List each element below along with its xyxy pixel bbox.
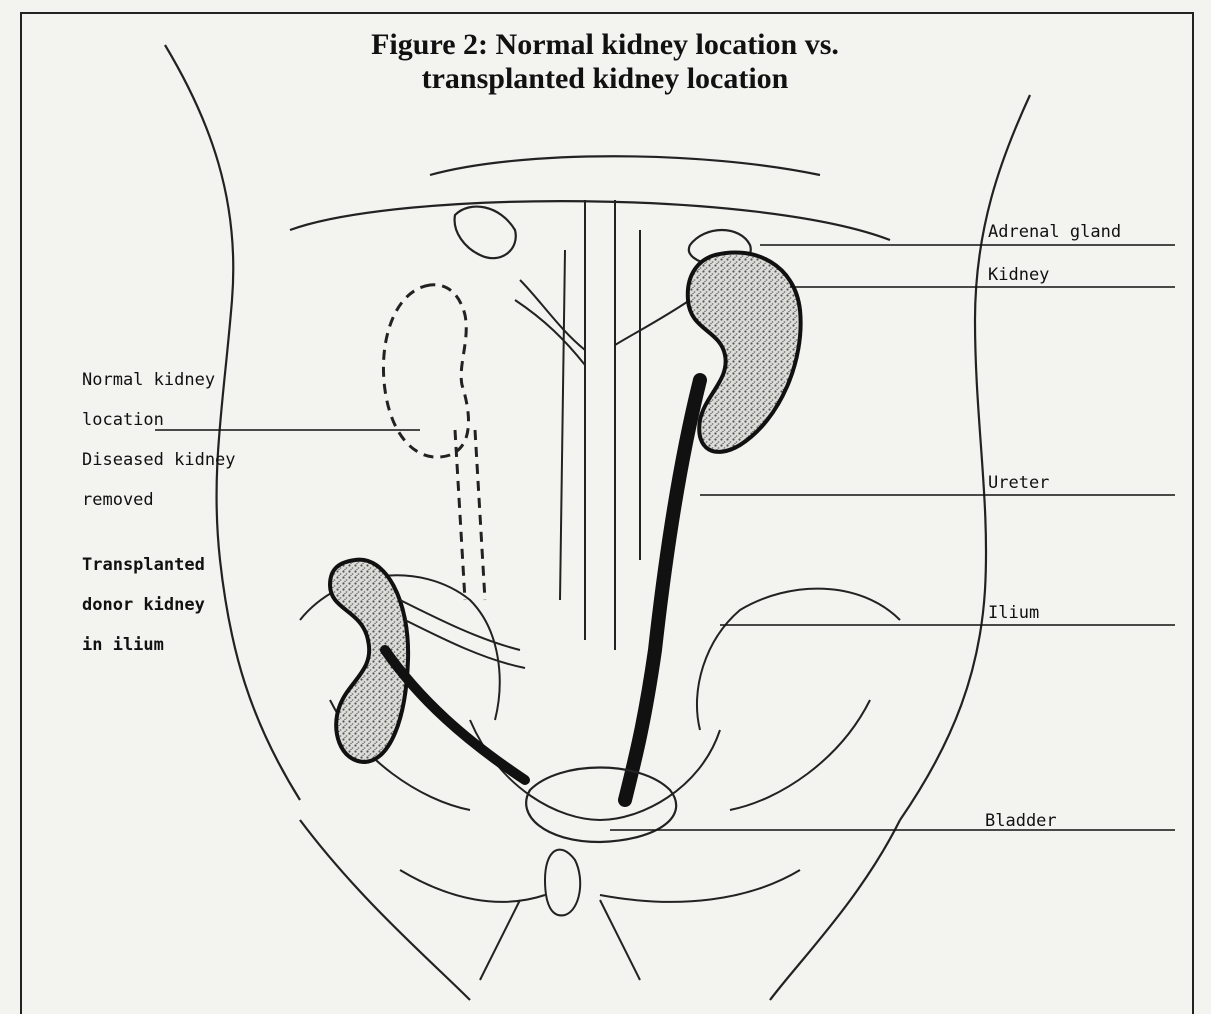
figure-title-line2: transplanted kidney location	[240, 62, 970, 96]
label-normal-kidney-line2: location	[82, 410, 236, 430]
label-ureter: Ureter	[988, 473, 1049, 493]
label-normal-kidney-line1: Normal kidney	[82, 370, 236, 390]
label-kidney: Kidney	[988, 265, 1049, 285]
right-ureter	[625, 380, 700, 800]
label-transplanted-line3: in ilium	[82, 635, 205, 655]
right-kidney	[688, 252, 801, 451]
removed-kidney-outline	[383, 285, 485, 600]
label-ilium: Ilium	[988, 603, 1039, 623]
label-bladder: Bladder	[985, 811, 1057, 831]
label-adrenal-gland: Adrenal gland	[988, 222, 1121, 242]
label-transplanted-kidney: Transplanted donor kidney in ilium	[82, 535, 205, 675]
label-transplanted-line1: Transplanted	[82, 555, 205, 575]
figure-title: Figure 2: Normal kidney location vs. tra…	[240, 28, 970, 96]
transplant-vessels	[400, 600, 525, 668]
label-transplanted-line2: donor kidney	[82, 595, 205, 615]
label-normal-kidney-line3: Diseased kidney	[82, 450, 236, 470]
label-normal-kidney-line4: removed	[82, 490, 236, 510]
label-normal-kidney-location: Normal kidney location Diseased kidney r…	[82, 350, 236, 530]
figure-title-line1: Figure 2: Normal kidney location vs.	[240, 28, 970, 62]
torso-outline	[165, 45, 1030, 1000]
